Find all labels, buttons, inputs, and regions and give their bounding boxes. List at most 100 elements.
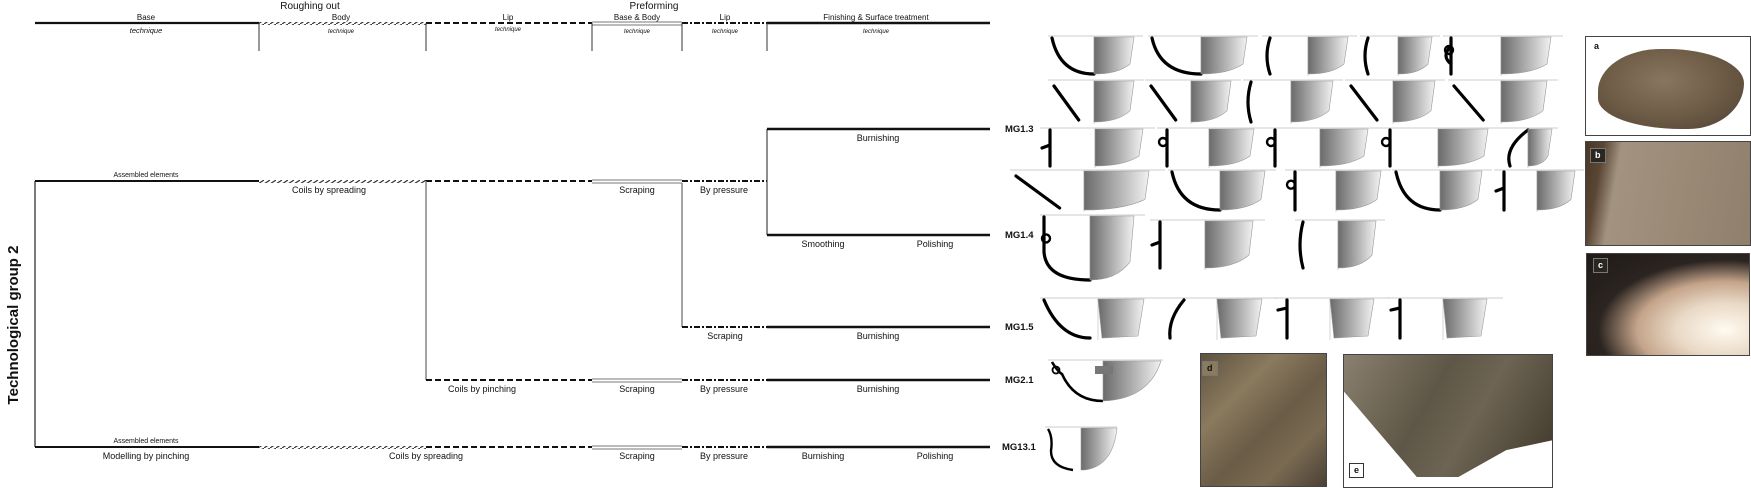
vertical-title: Technological group 2 <box>5 245 22 405</box>
group-id-mg1-5: MG1.5 <box>1005 322 1034 333</box>
sherd-profile <box>1046 428 1074 472</box>
mg131-body-line <box>259 446 426 449</box>
sherd-profile <box>1363 36 1370 76</box>
sherd-handle-loop <box>1380 136 1392 148</box>
sherd-profile <box>1394 170 1442 212</box>
sherd-exterior-view <box>1190 80 1232 123</box>
label-main-assembled: Assembled elements <box>114 172 179 179</box>
sherd-profile <box>1444 36 1453 76</box>
label-mg15-lip: Scraping <box>707 331 743 341</box>
header-base: Base <box>137 13 156 22</box>
sherd-exterior-view <box>1204 220 1254 269</box>
sherd-profile <box>1170 170 1222 212</box>
sherd-profile <box>1150 220 1162 270</box>
label-mg131-base-body: Scraping <box>619 451 655 461</box>
sherd-profile <box>1042 298 1092 340</box>
group-id-mg1-4: MG1.4 <box>1005 230 1034 241</box>
header-technique-lip: technique <box>495 27 522 33</box>
sherd-exterior-view <box>1307 36 1349 75</box>
sherd-handle-loop <box>1265 136 1277 148</box>
label-mg21-lip-preform: By pressure <box>700 384 748 394</box>
sherd-exterior-view <box>1397 36 1433 75</box>
sherd-exterior-view <box>1216 298 1263 339</box>
sherd-exterior-view <box>1290 80 1334 123</box>
sherd-profile <box>1349 84 1379 122</box>
sherd-handle-loop <box>1040 233 1052 244</box>
header-lip-preform: Lip <box>720 13 731 22</box>
label-mg15-finish: Burnishing <box>857 331 900 341</box>
header-technique-base: technique <box>130 26 163 35</box>
sherd-exterior-view <box>1335 170 1382 211</box>
header-timeline <box>35 21 990 26</box>
sherd-profile <box>1050 36 1096 76</box>
photo-e: e <box>1343 354 1553 488</box>
sherd-profile <box>1494 170 1506 212</box>
sherd-exterior-view <box>1437 128 1489 167</box>
photo-e-sherd <box>1344 355 1552 477</box>
sherd-profile <box>1265 36 1272 76</box>
photo-b: b <box>1585 141 1751 246</box>
sherd-profile <box>1507 128 1530 168</box>
group-id-mg2-1: MG2.1 <box>1005 375 1034 386</box>
photo-a-tag: a <box>1594 41 1600 51</box>
sherd-profile <box>1168 298 1186 340</box>
label-mg21-lip: Coils by pinching <box>448 384 516 394</box>
sherd-profile <box>1452 84 1485 122</box>
sherd-profile <box>1246 80 1253 124</box>
label-mg131-burnishing: Burnishing <box>802 451 845 461</box>
label-mg21-finish: Burnishing <box>857 384 900 394</box>
label-mg13-finish: Burnishing <box>857 133 900 143</box>
sherd-exterior-view <box>1536 170 1576 211</box>
sherd-exterior-view <box>1093 36 1135 75</box>
phase-preforming: Preforming <box>630 1 679 12</box>
header-separators <box>258 23 768 51</box>
group-id-mg1-3: MG1.3 <box>1005 124 1034 135</box>
label-mg21-base-body: Scraping <box>619 384 655 394</box>
label-mg131-lip-preform: By pressure <box>700 451 748 461</box>
sherd-handle-loop <box>1443 44 1455 56</box>
header-line-body <box>259 22 426 25</box>
sherd-drawings <box>1010 35 1584 472</box>
phase-roughing-out: Roughing out <box>280 1 340 12</box>
sherd-exterior-view <box>1219 170 1266 211</box>
header-base-body: Base & Body <box>614 13 660 22</box>
header-technique-lip-preform: technique <box>712 29 739 35</box>
sherd-profile <box>1150 36 1203 76</box>
sherd-exterior-view <box>1080 427 1118 471</box>
header-lip: Lip <box>503 13 514 22</box>
label-mg131-base: Modelling by pinching <box>103 451 190 461</box>
label-mg14-polishing: Polishing <box>917 239 954 249</box>
label-main-preform-base-body: Scraping <box>619 185 655 195</box>
sherd-profile <box>1042 215 1092 282</box>
sherd-exterior-view <box>1094 128 1144 167</box>
photo-e-tag: e <box>1349 463 1365 478</box>
sherd-exterior-view <box>1102 360 1162 402</box>
sherd-exterior-view <box>1200 36 1248 75</box>
sherd-profile <box>1149 84 1178 122</box>
label-mg131-assembled: Assembled elements <box>114 438 179 445</box>
photo-d: d <box>1200 353 1327 487</box>
header-technique-finishing: technique <box>863 29 890 35</box>
sherd-exterior-view <box>1093 80 1135 123</box>
header-body: Body <box>332 13 350 22</box>
sherd-exterior-view <box>1527 128 1553 167</box>
label-mg131-polishing: Polishing <box>917 451 954 461</box>
sherd-profile <box>1298 220 1305 270</box>
sherd-handle-loop <box>1285 179 1297 190</box>
header-finishing: Finishing & Surface treatment <box>823 13 929 22</box>
photo-c-tag: c <box>1593 258 1609 273</box>
sherd-exterior-view <box>1337 220 1377 269</box>
main-line-body <box>259 180 426 183</box>
sherd-exterior-view <box>1208 128 1255 167</box>
sherd-exterior-view <box>1392 80 1436 123</box>
header-technique-base-body: technique <box>624 29 651 35</box>
header-technique-body: technique <box>328 29 355 35</box>
photo-a: a <box>1585 36 1751 136</box>
label-main-preform-lip: By pressure <box>700 185 748 195</box>
sherd-lug <box>1095 366 1113 374</box>
photo-b-tag: b <box>1590 148 1606 163</box>
label-mg131-body: Coils by spreading <box>389 451 463 461</box>
sherd-handle-loop <box>1157 136 1169 148</box>
sherd-exterior-view <box>1097 298 1145 339</box>
